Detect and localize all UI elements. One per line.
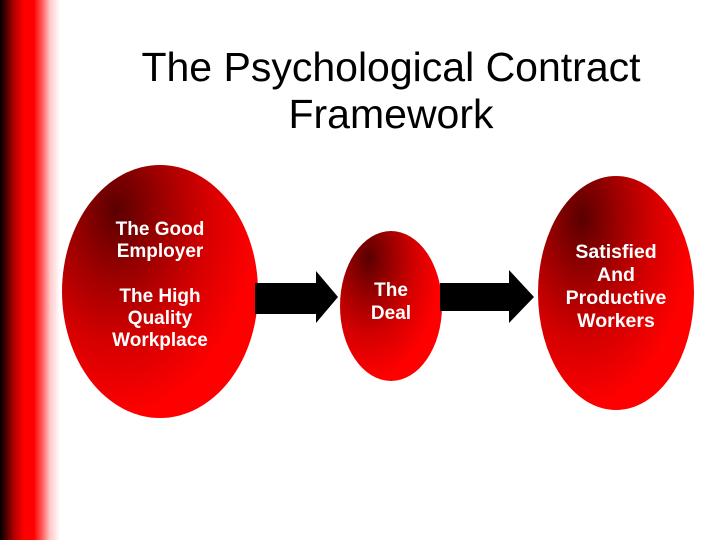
right-arrow-icon xyxy=(440,270,534,323)
slide-title-line-2: Framework xyxy=(288,91,494,137)
node-text: Workers xyxy=(577,310,655,332)
node-the-deal: The Deal xyxy=(340,231,442,381)
slide-title-line-1: The Psychological Contract xyxy=(141,44,641,90)
node-text: The xyxy=(374,280,408,301)
node-text: Quality xyxy=(127,308,193,329)
decorative-gradient-bar xyxy=(0,0,62,540)
node-text: Productive xyxy=(565,287,667,309)
node-text: The Good xyxy=(115,219,205,240)
node-satisfied-workers: Satisfied And Productive Workers xyxy=(538,176,694,410)
node-text: The High xyxy=(119,286,201,307)
node-text: And xyxy=(597,264,635,286)
node-text: Employer xyxy=(116,241,204,262)
node-text: Satisfied xyxy=(575,241,657,263)
slide-title: The Psychological Contract Framework xyxy=(62,44,720,138)
node-good-employer: The Good Employer The High Quality Workp… xyxy=(62,165,258,418)
node-text: Deal xyxy=(370,303,412,324)
node-text: Workplace xyxy=(112,330,208,351)
right-arrow-icon xyxy=(255,271,338,323)
